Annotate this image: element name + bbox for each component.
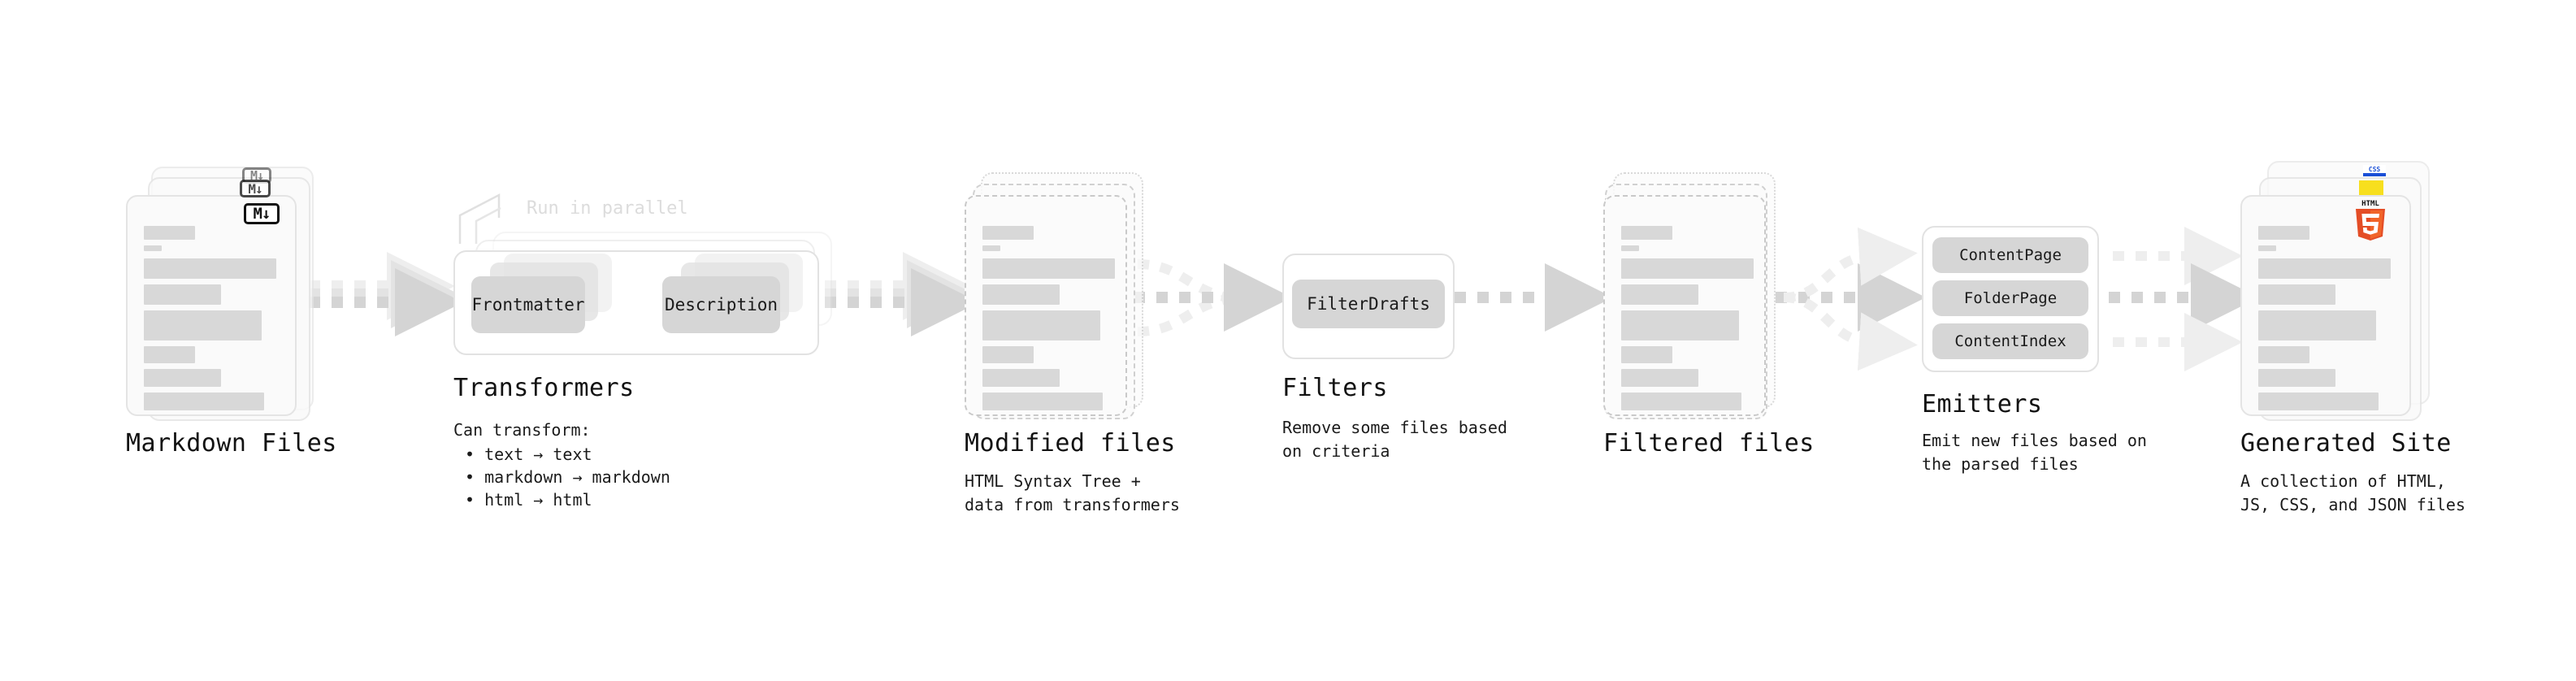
description-chip[interactable]: Description <box>662 276 780 333</box>
doc-bar <box>982 393 1103 410</box>
html5-badge: HTML <box>2352 197 2389 241</box>
doc-bar <box>2258 258 2391 279</box>
arrow-filtered-to-emitters <box>1776 227 1926 371</box>
css-badge: CSS <box>2363 165 2386 176</box>
doc-bar <box>144 346 195 363</box>
doc-bar <box>982 258 1115 279</box>
doc-bar <box>2258 369 2335 387</box>
doc-bar <box>982 226 1034 240</box>
generated-site-desc: A collection of HTML, JS, CSS, and JSON … <box>2240 471 2465 514</box>
doc-bar <box>1621 226 1672 240</box>
doc-bar <box>1621 369 1698 387</box>
doc-bar <box>2258 284 2335 305</box>
transformers-intro: Can transform: <box>453 420 591 440</box>
modified-files-desc: HTML Syntax Tree + data from transformer… <box>965 471 1180 514</box>
filtered-card-front <box>1603 195 1766 416</box>
filtered-files-title: Filtered files <box>1603 429 1815 458</box>
css-badge-label: CSS <box>2368 166 2381 173</box>
doc-bar <box>982 310 1100 340</box>
doc-bar <box>1621 258 1754 279</box>
doc-bar <box>144 226 195 240</box>
modified-card-front <box>965 195 1127 416</box>
doc-bar <box>1621 310 1739 340</box>
doc-bar <box>2258 393 2379 410</box>
doc-bar <box>982 245 1000 251</box>
folder-page-chip[interactable]: FolderPage <box>1932 280 2088 316</box>
emitters-title: Emitters <box>1922 390 2043 419</box>
doc-bar <box>1621 346 1672 363</box>
js-badge <box>2359 180 2383 195</box>
doc-bar <box>144 369 221 387</box>
filters-desc: Remove some files based on criteria <box>1282 418 1507 461</box>
doc-bar <box>2258 226 2309 240</box>
doc-bar <box>144 310 262 340</box>
filters-title: Filters <box>1282 374 1388 402</box>
site-card-front <box>2240 195 2411 416</box>
markdown-badge-mid: M↓ <box>240 180 271 197</box>
generated-site-title: Generated Site <box>2240 429 2452 458</box>
doc-bar <box>144 284 221 305</box>
doc-bar <box>144 245 162 251</box>
html5-badge-svg: HTML <box>2356 200 2385 241</box>
doc-bar <box>982 346 1034 363</box>
doc-bar <box>1621 393 1741 410</box>
doc-bar <box>144 393 264 410</box>
emitters-desc: Emit new files based on the parsed files <box>1922 431 2147 474</box>
arrow-emitters-to-site <box>2109 227 2259 371</box>
arrow-markdown-to-transformers <box>309 252 463 336</box>
doc-bar <box>982 369 1060 387</box>
markdown-card-front <box>126 195 297 416</box>
markdown-files-title: Markdown Files <box>126 429 337 458</box>
doc-bar <box>2258 346 2309 363</box>
doc-bar <box>1621 284 1698 305</box>
html5-badge-word: HTML <box>2361 200 2379 208</box>
transformers-bullet-1: • text → text <box>465 445 592 464</box>
transformers-bullet-2: • markdown → markdown <box>465 467 670 487</box>
markdown-badge-front: M↓ <box>244 203 280 224</box>
doc-bar <box>982 284 1060 305</box>
arrow-modified-to-filters <box>1134 259 1292 336</box>
frontmatter-chip[interactable]: Frontmatter <box>471 276 585 333</box>
doc-bar <box>2258 245 2276 251</box>
transformers-bullet-3: • html → html <box>465 490 592 510</box>
filter-drafts-chip[interactable]: FilterDrafts <box>1292 280 1445 328</box>
doc-bar <box>2258 310 2376 340</box>
modified-files-title: Modified files <box>965 429 1176 458</box>
arrow-transformers-to-modified <box>825 252 979 336</box>
transformers-title: Transformers <box>453 374 635 402</box>
content-index-chip[interactable]: ContentIndex <box>1932 323 2088 359</box>
doc-bar <box>144 258 276 279</box>
run-in-parallel-label: Run in parallel <box>527 198 688 219</box>
content-page-chip[interactable]: ContentPage <box>1932 237 2088 273</box>
doc-bar <box>1621 245 1639 251</box>
